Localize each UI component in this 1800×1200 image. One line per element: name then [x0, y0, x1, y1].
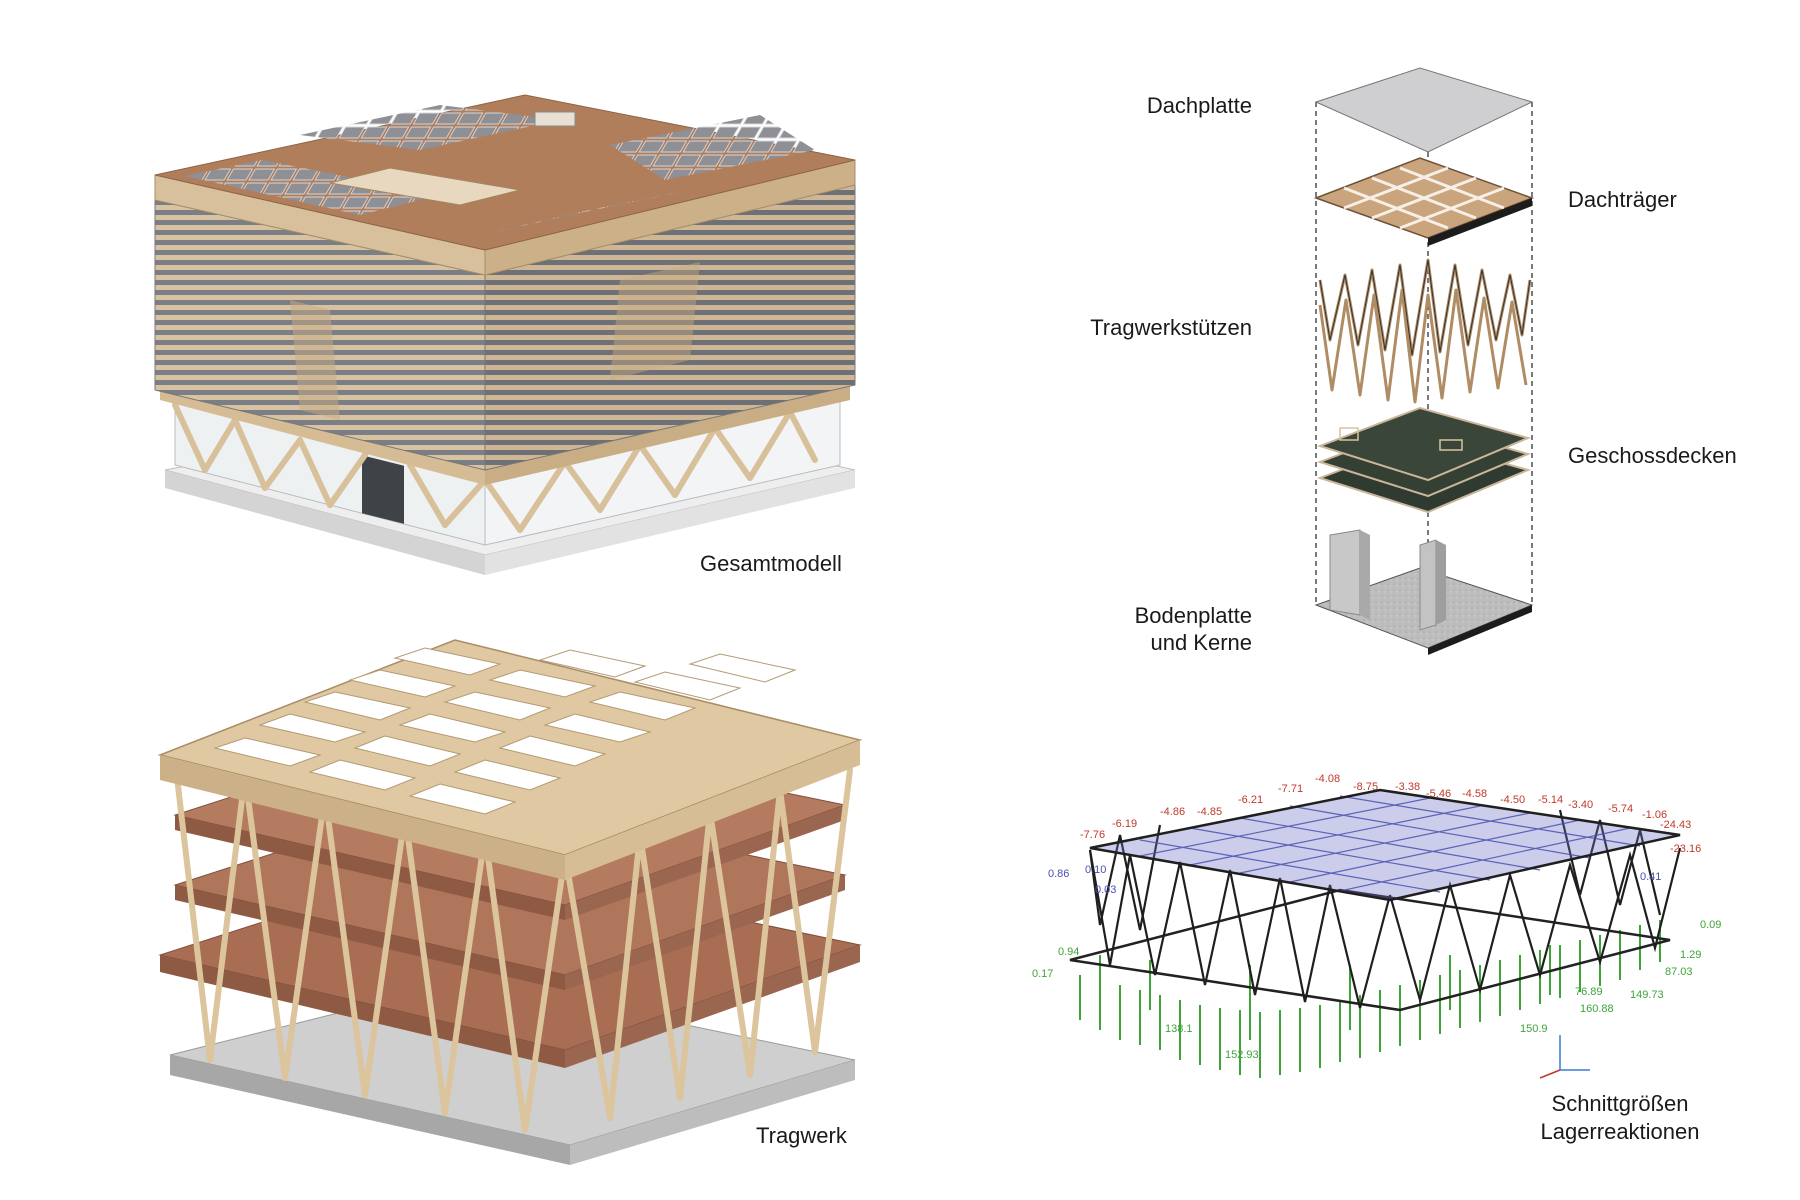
- label-schnittgroessen: Schnittgrößen: [1551, 1091, 1689, 1116]
- label-bodenplatte-line1: Bodenplatte: [1134, 603, 1252, 628]
- label-bodenplatte-line2: und Kerne: [1150, 630, 1252, 655]
- label-gesamtmodell: Gesamtmodell: [700, 551, 842, 576]
- fea-value: -6.19: [1112, 818, 1137, 830]
- exploded-axonometry: [1313, 67, 1535, 655]
- fea-value: -4.50: [1500, 794, 1525, 806]
- label-lagerreaktionen: Lagerreaktionen: [1540, 1119, 1700, 1144]
- fea-value: 160.88: [1580, 1003, 1614, 1015]
- label-geschossdecken: Geschossdecken: [1568, 443, 1737, 468]
- label-dachtraeger: Dachträger: [1568, 187, 1677, 212]
- label-dachplatte: Dachplatte: [1146, 93, 1252, 118]
- fea-value: -4.85: [1197, 806, 1222, 818]
- fea-value: 1.29: [1680, 949, 1701, 961]
- fea-value: -5.14: [1538, 794, 1563, 806]
- fea-value: 0.10: [1085, 864, 1106, 876]
- fea-value: -24.43: [1660, 819, 1691, 831]
- fea-value: -6.21: [1238, 794, 1263, 806]
- fea-value: 138.1: [1165, 1023, 1193, 1035]
- fea-value: -5.46: [1426, 788, 1451, 800]
- fea-value: -4.08: [1315, 773, 1340, 785]
- tragwerk-illustration: [157, 639, 863, 1165]
- fea-value: 149.73: [1630, 989, 1664, 1001]
- label-tragwerkstuetzen: Tragwerkstützen: [1090, 315, 1252, 340]
- fea-value: 87.03: [1665, 966, 1693, 978]
- fea-value: 0.17: [1032, 968, 1053, 980]
- fea-value: -1.06: [1642, 809, 1667, 821]
- fea-value: -5.74: [1608, 803, 1633, 815]
- fea-value: 76.89: [1575, 986, 1603, 998]
- fea-value: -8.75: [1353, 781, 1378, 793]
- fea-value: -4.58: [1462, 788, 1487, 800]
- fea-value: 0.41: [1640, 871, 1661, 883]
- gesamtmodell-illustration: [154, 94, 856, 575]
- fea-value: -3.40: [1568, 799, 1593, 811]
- fea-value: -7.71: [1278, 783, 1303, 795]
- fea-value: -7.76: [1080, 829, 1105, 841]
- fea-value: 152.93: [1225, 1049, 1259, 1061]
- fea-value: 0.86: [1048, 868, 1069, 880]
- fea-value: -3.38: [1395, 781, 1420, 793]
- fea-value: -23.16: [1670, 843, 1701, 855]
- fea-model-illustration: -7.76 -6.19 -4.86 -4.85 -6.21 -7.71 -4.0…: [1032, 773, 1721, 1079]
- fea-value: 150.9: [1520, 1023, 1548, 1035]
- label-tragwerk: Tragwerk: [756, 1123, 847, 1148]
- fea-value: 0.03: [1095, 884, 1116, 896]
- fea-value: 0.94: [1058, 946, 1079, 958]
- fea-value: -4.86: [1160, 806, 1185, 818]
- fea-value: 0.09: [1700, 919, 1721, 931]
